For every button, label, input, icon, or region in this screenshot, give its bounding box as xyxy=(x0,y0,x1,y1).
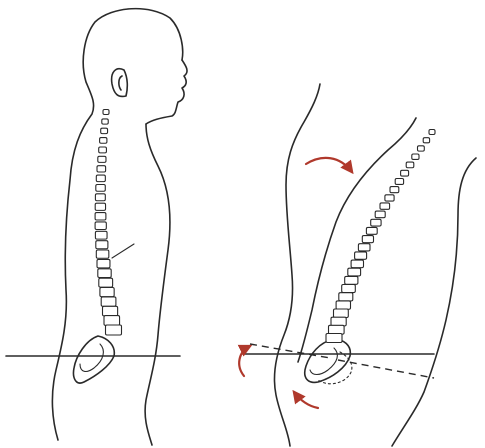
upright-vertebra xyxy=(103,110,109,115)
flexed-vertebra xyxy=(355,252,367,259)
flexed-front-outline xyxy=(298,118,416,362)
upright-back-outline xyxy=(52,9,182,440)
flexed-vertebra xyxy=(358,244,370,251)
upright-rib-hint xyxy=(112,244,134,258)
upright-vertebra xyxy=(106,325,122,335)
flexed-vertebra xyxy=(412,154,419,159)
upright-vertebra xyxy=(100,138,107,144)
flexed-dashed-line-lower xyxy=(338,360,434,378)
upright-vertebra xyxy=(102,119,108,124)
flexed-vertebra xyxy=(326,334,342,343)
upright-vertebra xyxy=(101,128,108,133)
flexed-vertebra xyxy=(371,219,381,226)
flexed-vertebra xyxy=(418,146,425,151)
flexed-vertebra xyxy=(334,309,349,318)
upright-spine xyxy=(95,110,121,336)
upright-ear xyxy=(112,69,128,97)
upright-vertebra xyxy=(95,194,105,201)
upright-vertebra xyxy=(101,297,116,306)
upright-face-profile xyxy=(146,60,187,124)
upright-vertebra xyxy=(100,288,114,297)
flexed-arrow-pelvis-rotate xyxy=(239,346,250,376)
flexed-vertebra xyxy=(351,260,363,268)
upright-vertebra xyxy=(99,278,113,287)
flexed-spine xyxy=(326,130,435,343)
flexed-vertebra xyxy=(366,227,377,234)
flexed-vertebra xyxy=(375,211,385,218)
flexed-vertebra xyxy=(362,236,373,243)
upright-vertebra xyxy=(98,269,111,278)
flexed-far-outline xyxy=(392,158,476,446)
flexed-vertebra xyxy=(331,317,346,326)
upright-vertebra xyxy=(96,241,108,249)
upright-figure xyxy=(6,9,187,445)
flexed-vertebra xyxy=(423,138,429,143)
upright-vertebra xyxy=(97,166,106,172)
upright-vertebra xyxy=(96,250,109,258)
upright-vertebra xyxy=(96,185,105,192)
upright-front-outline xyxy=(145,124,170,445)
flexed-vertebra xyxy=(336,301,350,309)
upright-vertebra xyxy=(96,175,105,182)
flexed-vertebra xyxy=(380,203,390,209)
flexed-dashed-line-upper xyxy=(250,344,330,358)
flexed-back-outline xyxy=(274,84,320,446)
upright-vertebra xyxy=(95,222,106,230)
flexed-vertebra xyxy=(348,268,361,276)
flexed-arrow-lower xyxy=(294,392,318,408)
flexed-arrow-upper-back xyxy=(306,158,352,172)
flexed-vertebra xyxy=(395,179,403,185)
upright-vertebra xyxy=(99,147,107,153)
upright-vertebra xyxy=(104,316,120,326)
upright-vertebra xyxy=(95,203,105,210)
flexed-vertebra xyxy=(342,285,356,293)
upright-vertebra xyxy=(98,156,106,162)
flexed-vertebra xyxy=(401,170,409,176)
upright-vertebra xyxy=(95,231,107,239)
flexed-vertebra xyxy=(385,195,394,201)
upright-sacrum xyxy=(73,336,114,383)
flexed-vertebra xyxy=(329,325,345,334)
upright-vertebra xyxy=(97,259,110,267)
upright-vertebra xyxy=(103,306,118,316)
upright-vertebra xyxy=(95,213,106,220)
flexed-vertebra xyxy=(339,293,353,301)
flexed-vertebra xyxy=(345,276,358,284)
flexed-vertebra xyxy=(406,162,414,168)
flexed-vertebra xyxy=(390,187,399,193)
flexed-vertebra xyxy=(429,130,435,135)
flexed-figure xyxy=(239,84,476,446)
